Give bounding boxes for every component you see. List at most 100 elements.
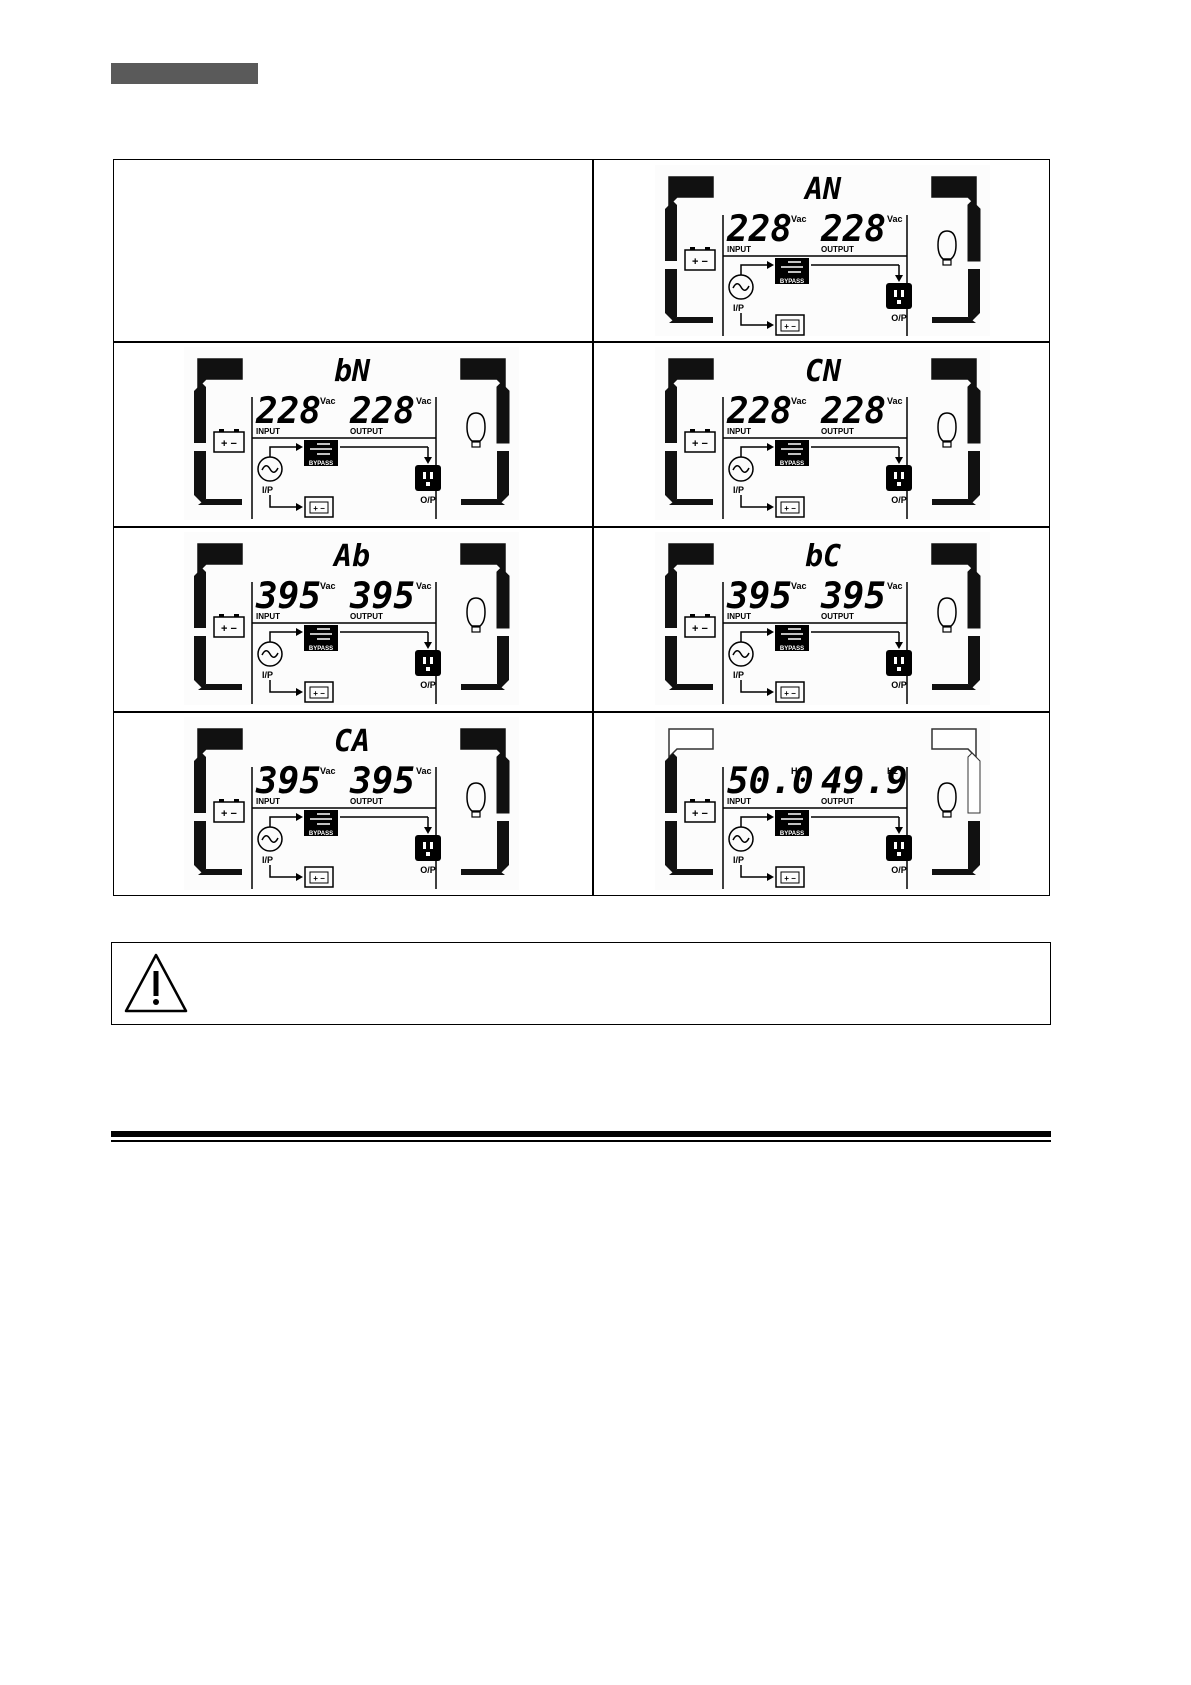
battery-inverter-icon: + −	[775, 314, 805, 336]
lcd-graphic: Ab 395 Vac 395 Vac INPUT OUTPUT + − I/P	[194, 539, 510, 704]
output-value: 228	[349, 391, 415, 432]
right-upper-bar	[496, 567, 510, 629]
battery-inverter-icon: + −	[775, 866, 805, 888]
battery-icon: + −	[213, 614, 245, 638]
battery-inverter-icon: + −	[304, 866, 334, 888]
lcd-graphic: AN 228 Vac 228 Vac INPUT OUTPUT + − I/P	[665, 172, 981, 336]
table-divider-row-3	[114, 711, 1049, 713]
input-label: INPUT	[727, 245, 751, 254]
left-lower-bar	[194, 451, 206, 503]
right-lower-bar	[497, 451, 509, 503]
lcd-code: Ab	[332, 539, 370, 574]
ac-source-icon	[257, 826, 283, 852]
ip-label: I/P	[733, 855, 744, 865]
input-label: INPUT	[256, 797, 280, 806]
svg-text:+ −: + −	[784, 689, 796, 698]
lcd-graphic: CA 395 Vac 395 Vac INPUT OUTPUT + − I/P	[194, 724, 510, 889]
output-value: 228	[820, 391, 886, 432]
lcd-panel: bN 228 Vac 228 Vac INPUT OUTPUT + − I/P	[184, 347, 519, 520]
right-upper-bar	[967, 200, 981, 262]
left-top-bar	[197, 358, 243, 389]
input-value: 228	[726, 209, 792, 250]
input-unit: Vac	[320, 766, 336, 776]
section-rule-thin	[111, 1140, 1051, 1142]
input-unit: Vac	[320, 396, 336, 406]
input-unit: Vac	[791, 581, 807, 591]
battery-sign: + −	[221, 808, 237, 820]
right-bottom-bar	[461, 684, 505, 690]
right-upper-bar	[496, 382, 510, 444]
right-top-bar	[931, 728, 977, 759]
op-label: O/P	[891, 495, 907, 505]
bulb-icon	[937, 230, 957, 266]
bulb-icon	[937, 597, 957, 633]
battery-icon: + −	[684, 247, 716, 271]
output-value: 395	[349, 761, 415, 802]
right-lower-bar	[497, 636, 509, 688]
lcd-panel: CA 395 Vac 395 Vac INPUT OUTPUT + − I/P	[184, 717, 519, 890]
left-upper-bar	[665, 201, 677, 261]
right-lower-bar	[968, 269, 980, 321]
ip-label: I/P	[262, 485, 273, 495]
input-label: INPUT	[727, 612, 751, 621]
battery-icon: + −	[684, 614, 716, 638]
right-top-bar	[460, 358, 506, 389]
output-unit: Vac	[416, 766, 432, 776]
bypass-label: BYPASS	[309, 461, 333, 467]
left-lower-bar	[194, 821, 206, 873]
battery-sign: + −	[221, 438, 237, 450]
battery-inverter-icon: + −	[304, 496, 334, 518]
lcd-graphic: bC 395 Vac 395 Vac INPUT OUTPUT + − I/P	[665, 539, 981, 704]
input-value: 395	[726, 576, 792, 617]
section-rule-thick	[111, 1131, 1051, 1137]
battery-inverter-icon: + −	[775, 496, 805, 518]
lcd-graphic: 50.0 Hz 49.9 Hz INPUT OUTPUT + − I/P	[665, 728, 981, 889]
output-label: OUTPUT	[821, 427, 854, 436]
left-lower-bar	[665, 451, 677, 503]
lcd-graphic: bN 228 Vac 228 Vac INPUT OUTPUT + − I/P	[194, 354, 510, 519]
bypass-label: BYPASS	[309, 646, 333, 652]
input-value: 228	[255, 391, 321, 432]
outlet-icon	[886, 465, 912, 491]
output-label: OUTPUT	[821, 797, 854, 806]
bypass-icon	[304, 440, 338, 466]
lcd-code: AN	[803, 172, 842, 207]
right-upper-bar	[967, 382, 981, 444]
warning-box	[111, 942, 1051, 1025]
battery-sign: + −	[692, 438, 708, 450]
op-label: O/P	[891, 313, 907, 323]
output-unit: Vac	[887, 581, 903, 591]
output-value: 49.9	[821, 761, 908, 802]
left-upper-bar	[665, 383, 677, 443]
bypass-icon	[304, 625, 338, 651]
left-lower-bar	[194, 636, 206, 688]
battery-sign: + −	[692, 808, 708, 820]
bulb-icon	[937, 782, 957, 818]
left-bottom-bar	[198, 869, 242, 875]
output-label: OUTPUT	[350, 797, 383, 806]
lcd-code: CA	[334, 724, 370, 759]
right-bottom-bar	[932, 684, 976, 690]
output-value: 228	[820, 209, 886, 250]
output-value: 395	[820, 576, 886, 617]
bulb-icon	[466, 782, 486, 818]
right-top-bar	[931, 543, 977, 574]
right-bottom-bar	[461, 869, 505, 875]
right-bottom-bar	[932, 869, 976, 875]
outlet-icon	[886, 650, 912, 676]
lcd-code: bN	[334, 354, 371, 389]
op-label: O/P	[891, 680, 907, 690]
bypass-icon	[775, 625, 809, 651]
left-lower-bar	[665, 269, 677, 321]
table-divider-row-1	[114, 341, 1049, 343]
op-label: O/P	[420, 680, 436, 690]
svg-text:+ −: + −	[784, 322, 796, 331]
left-lower-bar	[665, 821, 677, 873]
bypass-label: BYPASS	[780, 461, 804, 467]
left-upper-bar	[665, 568, 677, 628]
op-label: O/P	[891, 865, 907, 875]
input-unit: Hz	[791, 766, 802, 776]
ac-source-icon	[728, 826, 754, 852]
right-bottom-bar	[461, 499, 505, 505]
battery-icon: + −	[213, 799, 245, 823]
